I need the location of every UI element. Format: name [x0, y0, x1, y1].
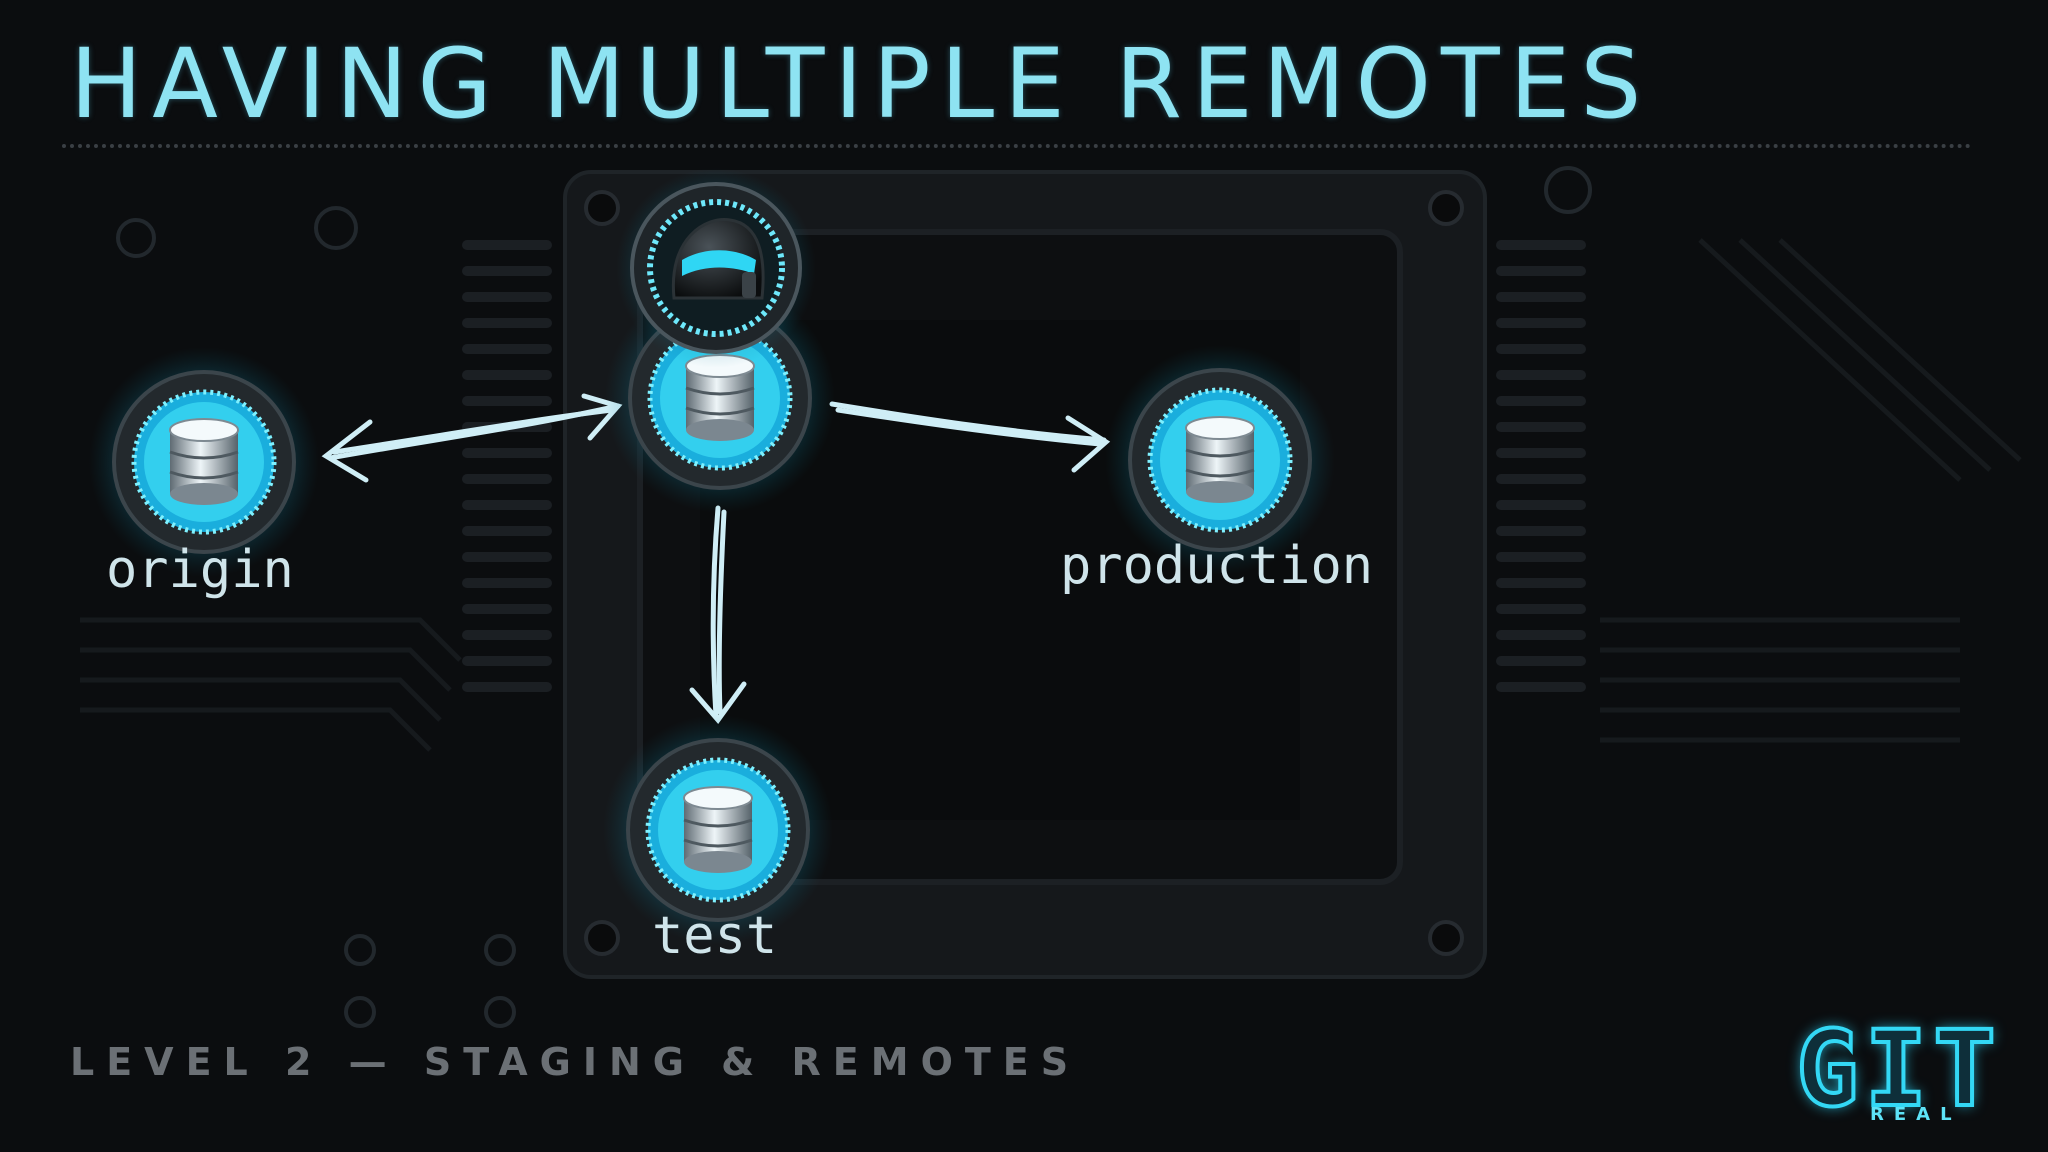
- origin-label: origin: [106, 540, 294, 600]
- slide-footer: LEVEL 2 — STAGING & REMOTES: [70, 1040, 1081, 1084]
- helmet-icon: [671, 218, 765, 300]
- slide-title: HAVING MULTIPLE REMOTES: [70, 28, 1652, 140]
- arrow-local-test: [689, 505, 747, 725]
- test-repo-node: [603, 715, 833, 945]
- logo-subtitle: REAL: [1870, 1104, 1962, 1125]
- production-label: production: [1060, 536, 1374, 596]
- database-icon: [1185, 416, 1255, 503]
- title-divider: [62, 144, 1972, 148]
- test-label: test: [652, 906, 778, 966]
- origin-repo-node: [89, 347, 319, 577]
- database-icon: [683, 786, 753, 873]
- production-repo-node: [1105, 345, 1335, 575]
- arrow-local-origin: [321, 393, 623, 483]
- logo-wordmark: GIT: [1794, 1006, 2002, 1132]
- user-avatar: [616, 168, 816, 368]
- arrow-local-production: [829, 401, 1111, 473]
- database-icon: [169, 418, 239, 505]
